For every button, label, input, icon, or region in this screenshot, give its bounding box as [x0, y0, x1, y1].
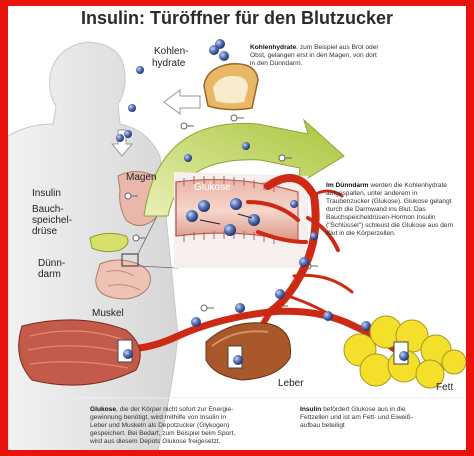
label-fett: Fett: [436, 382, 454, 393]
food-arrow: [163, 89, 201, 115]
diagram-frame: Insulin: Türöffner für den Blutzucker Ko…: [8, 6, 466, 450]
label-kohlenhydrate-2: hydrate: [152, 58, 186, 69]
liver: [205, 322, 292, 381]
page-title: Insulin: Türöffner für den Blutzucker: [80, 8, 393, 28]
label-bauch-2: speichel-: [32, 215, 73, 226]
text-insulin: Insulin befördert Glukose aus in die Fet…: [300, 406, 413, 429]
label-duenn-2: darm: [38, 269, 61, 280]
text-duenndarm: Im Dünndarm werden die Kohlenhydrate auf…: [326, 182, 454, 237]
label-insulin: Insulin: [32, 188, 61, 199]
fat-cells: [343, 315, 466, 389]
label-glukose: Glukose: [194, 182, 231, 193]
label-kohlenhydrate-1: Kohlen-: [154, 46, 189, 57]
label-duenn-1: Dünn-: [38, 258, 66, 269]
pancreas: [89, 232, 129, 253]
bread-icon: [203, 39, 259, 111]
label-leber: Leber: [278, 378, 304, 389]
intestine-closeup: [174, 172, 308, 268]
small-intestine: [95, 253, 151, 300]
text-kohlenhydrate: Kohlenhydrate, zum Beispiel aus Brot ode…: [250, 44, 379, 67]
muscle: [18, 319, 141, 386]
label-bauch-1: Bauch-: [32, 204, 64, 215]
text-glukose: Glukose, die der Körper nicht sofort zur…: [90, 406, 236, 445]
label-magen: Magen: [126, 172, 157, 183]
label-muskel: Muskel: [92, 308, 124, 319]
label-bauch-3: drüse: [32, 226, 58, 237]
illustration: [8, 39, 466, 450]
